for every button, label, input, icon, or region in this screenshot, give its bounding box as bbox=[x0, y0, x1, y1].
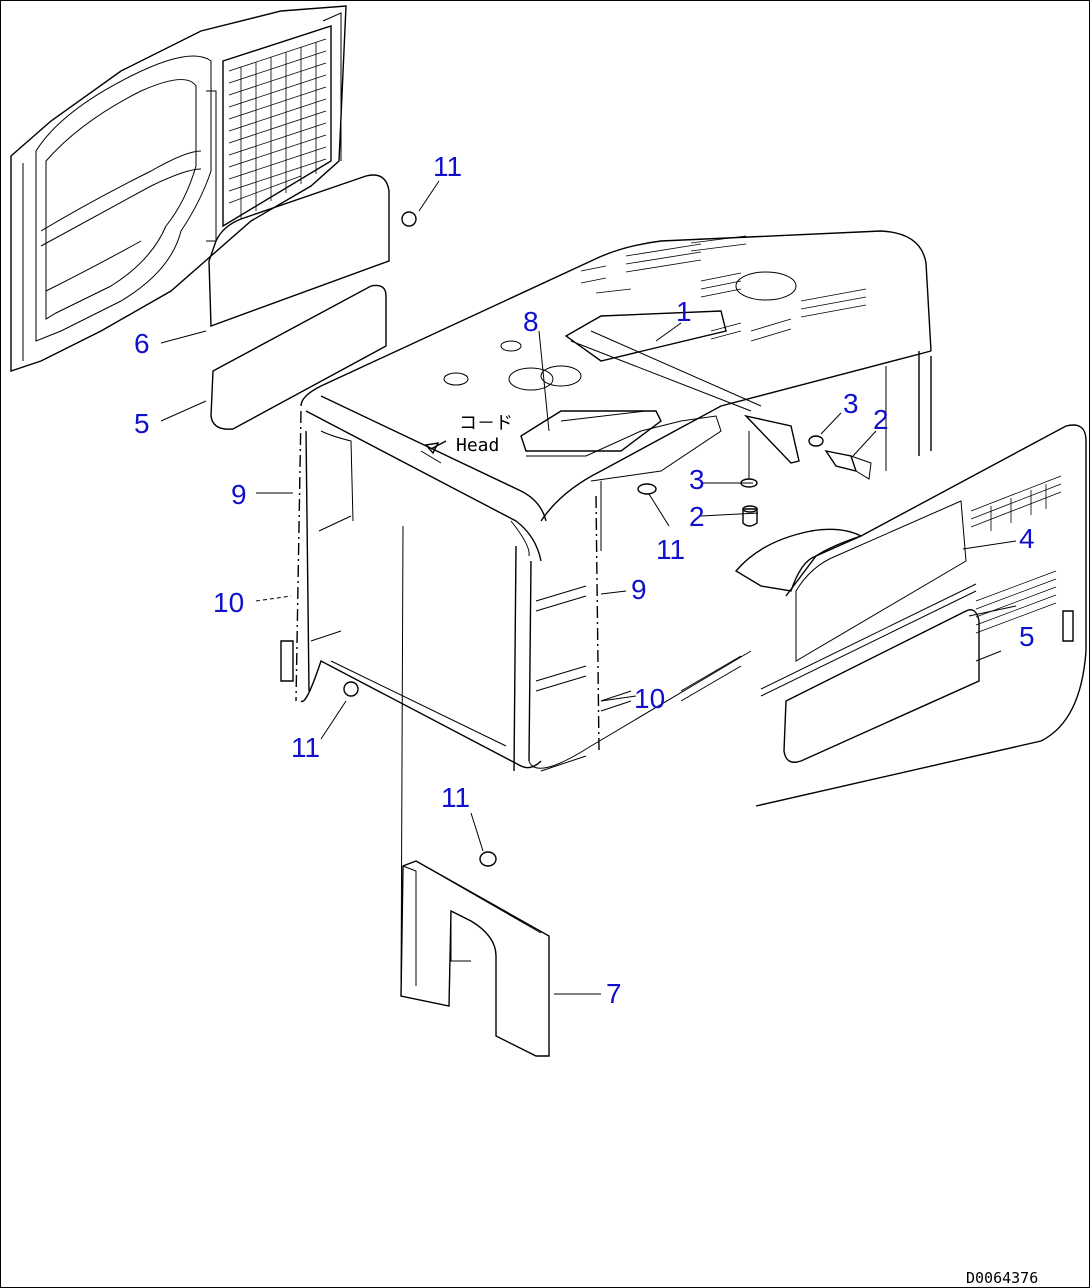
callout-1: 1 bbox=[676, 296, 692, 327]
callout-9: 9 bbox=[231, 479, 247, 510]
callout-7: 7 bbox=[606, 978, 622, 1009]
left-side-door-panel bbox=[10, 5, 347, 372]
engine-hood-body bbox=[280, 230, 932, 772]
callout-9: 9 bbox=[631, 574, 647, 605]
callout-11: 11 bbox=[441, 782, 470, 813]
hardware-bolts-washers bbox=[343, 211, 872, 867]
callout-labels: 11 6 5 9 10 11 11 7 8 1 3 2 3 2 11 9 10 … bbox=[134, 151, 1035, 1009]
callout-5: 5 bbox=[1019, 621, 1035, 652]
part-5-pad-left bbox=[210, 284, 387, 430]
annotation-head-text: Head bbox=[456, 435, 499, 456]
right-side-door-panel bbox=[734, 424, 1087, 807]
callout-11: 11 bbox=[656, 534, 685, 565]
callout-4: 4 bbox=[1019, 523, 1035, 554]
callout-5: 5 bbox=[134, 408, 150, 439]
leader-lines bbox=[160, 180, 1017, 995]
callout-2: 2 bbox=[689, 501, 705, 532]
callout-3: 3 bbox=[689, 464, 705, 495]
annotation-code-text: コ－ド bbox=[459, 413, 513, 434]
part-7-plate bbox=[400, 525, 550, 1057]
document-id: D0064376 bbox=[966, 1269, 1038, 1287]
head-annotation: コ－ド Head bbox=[456, 413, 513, 456]
callout-3: 3 bbox=[843, 388, 859, 419]
part-6-pad bbox=[208, 174, 390, 327]
callout-11: 11 bbox=[433, 151, 462, 182]
callout-8: 8 bbox=[523, 306, 539, 337]
callout-10: 10 bbox=[213, 587, 244, 618]
callout-10: 10 bbox=[634, 683, 665, 714]
callout-11: 11 bbox=[291, 732, 320, 763]
callout-2: 2 bbox=[873, 404, 889, 435]
callout-6: 6 bbox=[134, 328, 150, 359]
